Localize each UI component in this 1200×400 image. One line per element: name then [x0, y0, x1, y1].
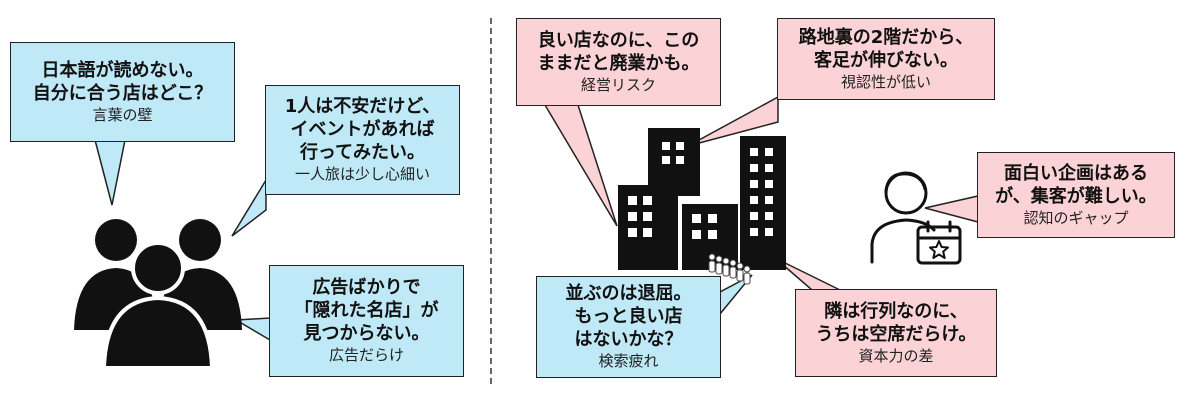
bubble-text: もっと良い店	[574, 306, 683, 327]
bubble-text: 客足が伸びない。	[814, 49, 958, 71]
bubble-tail	[94, 139, 126, 206]
bubble-caption: 認知のギャップ	[1023, 208, 1129, 227]
bubble-caption: 経営リスク	[580, 75, 656, 94]
bubble-low-visibility: 路地裏の2階だから、 客足が伸びない。 視認性が低い	[777, 18, 995, 100]
bubble-too-many-ads: 広告ばかりで 「隠れた名店」が 見つからない。 広告だらけ	[269, 265, 464, 377]
bubble-text: 自分に合う店はどこ？	[32, 82, 213, 104]
bubble-tail	[687, 95, 779, 147]
bubble-text: 隣は行列なのに、	[824, 300, 968, 322]
bubble-text: 面白い企画はある	[1004, 162, 1148, 184]
bubble-caption: 視認性が低い	[840, 72, 931, 91]
queue-people-icon	[708, 253, 751, 285]
bubble-text: うちは空席だらけ。	[815, 323, 977, 345]
bubble-tail	[924, 195, 979, 223]
bubble-tail	[231, 177, 267, 237]
bubble-text: 行ってみたい。	[299, 142, 426, 163]
bubble-text: 良い店なのに、この	[537, 29, 700, 51]
shop-owner-icon	[870, 171, 962, 265]
section-divider	[490, 18, 492, 384]
bubble-tail	[543, 104, 618, 227]
bubble-solo-travel: 1人は不安だけど、 イベントがあれば 行ってみたい。 一人旅は少し心細い	[265, 85, 460, 195]
bubble-text: が、集客が難しい。	[995, 185, 1157, 207]
bubble-text: 広告ばかりで	[312, 277, 421, 298]
bubble-business-risk: 良い店なのに、この ままだと廃業かも。 経営リスク	[516, 18, 721, 106]
bubble-capital-gap: 隣は行列なのに、 うちは空席だらけ。 資本力の差	[795, 289, 997, 377]
bubble-text: 並ぶのは退屈。	[565, 283, 692, 304]
bubble-text: はないかな？	[574, 329, 683, 350]
bubble-language-barrier: 日本語が読めない。 自分に合う店はどこ？ 言葉の壁	[10, 42, 235, 142]
bubble-caption: 検索疲れ	[598, 352, 659, 370]
bubble-text: 路地裏の2階だから、	[798, 26, 974, 48]
bubble-caption: 資本力の差	[858, 346, 934, 365]
bubble-caption: 広告だらけ	[328, 346, 404, 364]
people-group-icon	[74, 219, 242, 370]
bubble-search-fatigue: 並ぶのは退屈。 もっと良い店 はないかな？ 検索疲れ	[536, 276, 721, 378]
bubble-text: 1人は不安だけど、	[284, 96, 441, 117]
bubble-caption: 言葉の壁	[92, 105, 153, 124]
bubble-text: 「隠れた名店」が	[294, 300, 439, 321]
bubble-text: 日本語が読めない。	[41, 59, 204, 81]
bubble-text: ままだと廃業かも。	[537, 52, 700, 74]
bubble-text: イベントがあれば	[290, 119, 435, 140]
bubble-text: 見つからない。	[303, 323, 430, 344]
star-icon	[929, 240, 949, 259]
bubble-awareness-gap: 面白い企画はある が、集客が難しい。 認知のギャップ	[977, 152, 1175, 238]
bubble-caption: 一人旅は少し心細い	[294, 165, 430, 183]
building-windows	[628, 142, 773, 239]
